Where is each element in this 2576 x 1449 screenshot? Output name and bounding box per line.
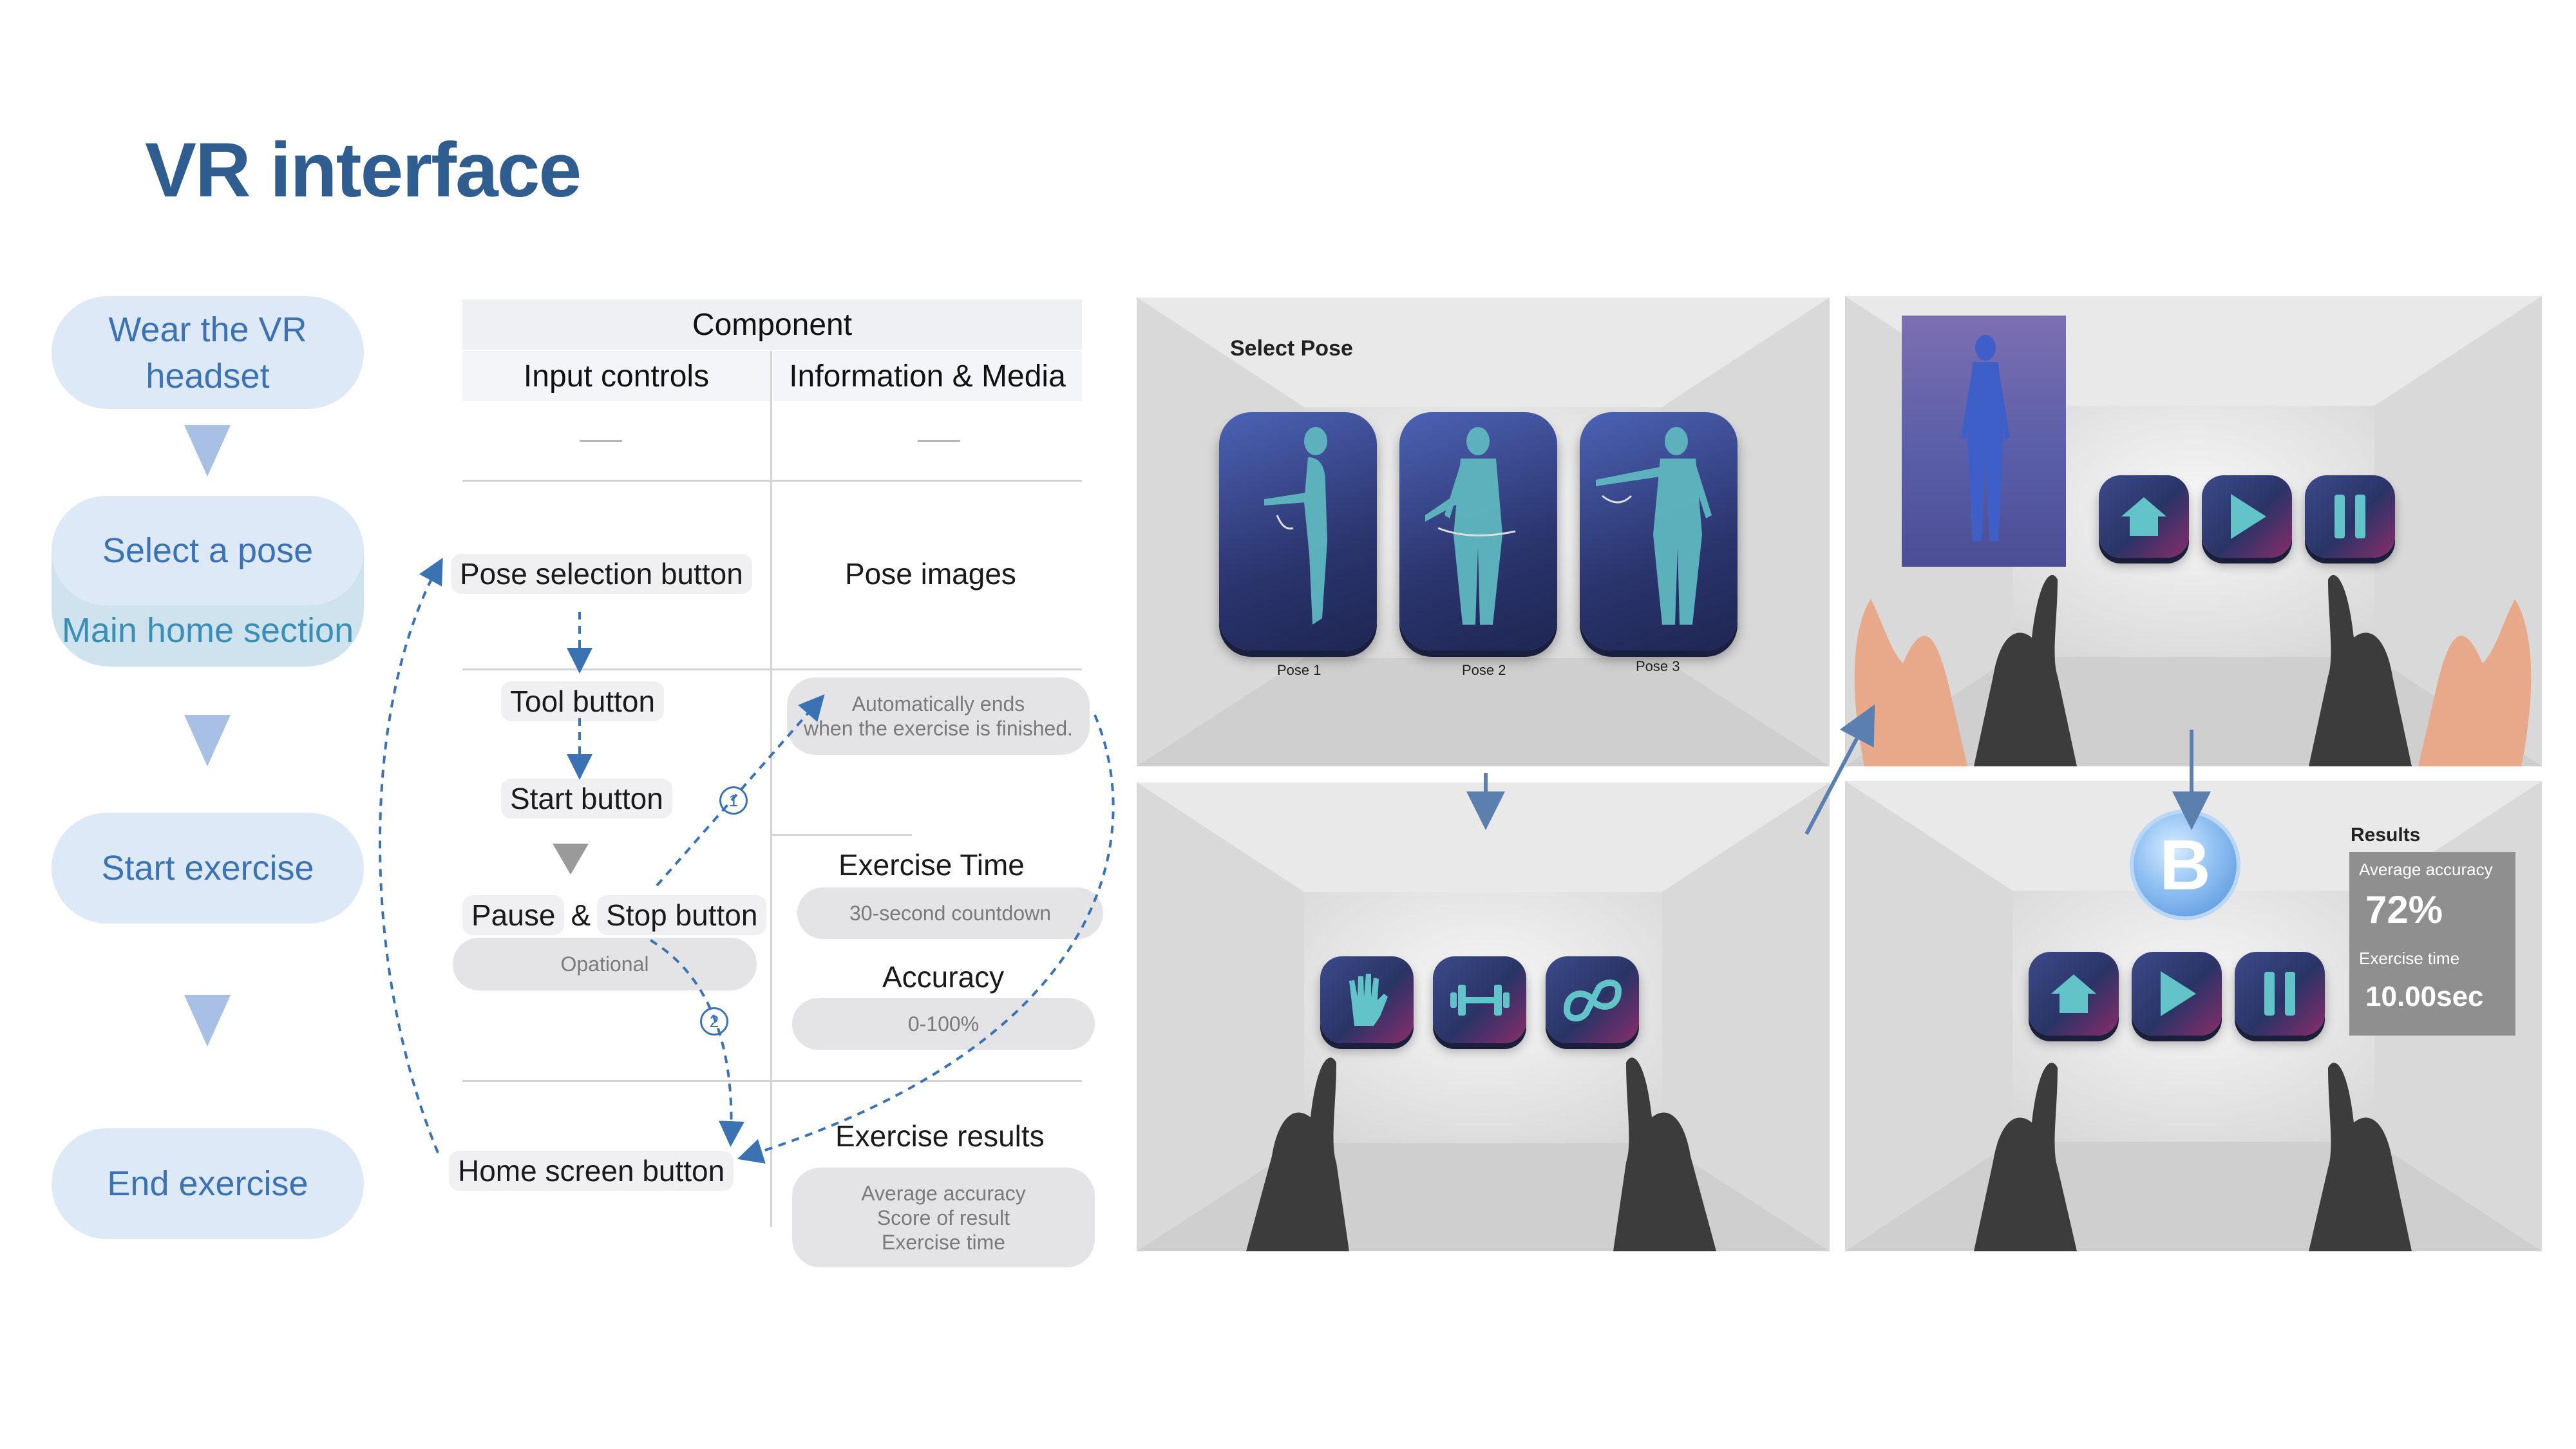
flow-step-label: Wear the VR headset xyxy=(108,310,307,395)
empty-cell-dash xyxy=(580,440,622,442)
auto-ends-note: Automatically ends when the exercise is … xyxy=(787,677,1090,755)
humanoid-model-icon xyxy=(1961,335,2010,541)
empty-cell-dash xyxy=(918,440,960,442)
exercise-time-label: Exercise time xyxy=(2359,949,2460,968)
pause-icon xyxy=(2334,495,2365,538)
component-header-label: Component xyxy=(692,307,853,342)
results-panel: Average accuracy 72% Exercise time 10.00… xyxy=(2349,852,2515,1036)
hand-tool-button[interactable] xyxy=(1320,956,1414,1043)
avg-accuracy-label: Average accuracy xyxy=(2359,860,2493,879)
home-button[interactable] xyxy=(2029,952,2119,1036)
table-divider xyxy=(770,834,912,836)
play-icon xyxy=(2161,971,2196,1016)
pause-arrow-icon xyxy=(553,844,589,875)
flow-step-select-pose: Select a pose xyxy=(52,496,364,605)
table-divider-vertical xyxy=(770,351,772,1227)
hands-icon xyxy=(1974,1063,2412,1251)
main-home-label: Main home section xyxy=(61,611,354,650)
countdown-note: 30-second countdown xyxy=(797,887,1103,939)
pose-images-label: Pose images xyxy=(845,557,1016,591)
select-pose-title: Select Pose xyxy=(1230,336,1353,361)
pose-label-2: Pose 2 xyxy=(1462,662,1506,678)
pause-button-label: Pause xyxy=(462,895,565,935)
tool-button: Tool button xyxy=(501,681,665,721)
flow-step-start-exercise: Start exercise xyxy=(52,813,364,923)
human-figure-arm-raise-icon xyxy=(1596,427,1712,625)
table-divider xyxy=(462,1080,1082,1082)
pose-card-3[interactable] xyxy=(1580,412,1738,650)
play-button[interactable] xyxy=(2132,952,2222,1036)
home-button[interactable] xyxy=(2099,475,2189,558)
flow-arrow-down-icon xyxy=(184,425,231,477)
exercise-results-label: Exercise results xyxy=(835,1119,1045,1153)
pause-button[interactable] xyxy=(2235,952,2325,1036)
accuracy-range-note: 0-100% xyxy=(792,998,1095,1050)
pose-label-1: Pose 1 xyxy=(1277,662,1321,678)
grade-letter: B xyxy=(2159,825,2211,905)
col-input-label: Input controls xyxy=(523,359,710,393)
play-button[interactable] xyxy=(2202,475,2292,558)
flow-step-label: End exercise xyxy=(107,1164,308,1203)
col-input-controls: Input controls xyxy=(462,351,770,401)
pause-stop-button-row: Pause & Stop button xyxy=(462,895,767,935)
pose-preview-image xyxy=(1902,316,2066,567)
human-figure-front-icon xyxy=(1425,427,1516,625)
vr-panel-select-pose: Select Pose xyxy=(1137,298,1830,766)
human-figure-side-icon xyxy=(1264,427,1327,625)
flow-step-wear-headset: Wear the VR headset xyxy=(52,296,364,409)
results-list-note: Average accuracy Score of result Exercis… xyxy=(792,1168,1095,1267)
exercise-time-label: Exercise Time xyxy=(838,848,1025,882)
dumbbell-tool-button[interactable] xyxy=(1433,956,1526,1043)
pose-card-1[interactable] xyxy=(1219,412,1377,650)
page-title: VR interface xyxy=(145,127,582,213)
col-info-label: Information & Media xyxy=(789,359,1066,393)
home-icon xyxy=(2051,974,2096,1013)
pose-card-2[interactable] xyxy=(1399,412,1557,650)
grade-badge: B xyxy=(2134,813,2237,916)
exercise-time-value: 10.00sec xyxy=(2365,981,2484,1012)
vr-panel-tools xyxy=(1137,782,1830,1251)
pause-icon xyxy=(2264,972,2295,1016)
vr-panel-results: B Results Average accuracy 72% Exercise … xyxy=(1845,781,2542,1251)
hands-icon xyxy=(1854,574,2532,766)
resistance-band-icon xyxy=(1563,979,1622,1021)
stop-button-label: Stop button xyxy=(597,895,767,935)
ampersand: & xyxy=(571,898,591,932)
hands-icon xyxy=(1246,1057,1716,1251)
play-icon xyxy=(2231,494,2266,539)
pose-selection-button: Pose selection button xyxy=(451,554,752,594)
avg-accuracy-value: 72% xyxy=(2365,888,2443,931)
start-button: Start button xyxy=(501,779,672,819)
col-information-media: Information & Media xyxy=(773,351,1082,401)
flow-step-end-exercise: End exercise xyxy=(52,1128,364,1239)
home-screen-button: Home screen button xyxy=(449,1151,734,1191)
component-header: Component xyxy=(462,299,1082,350)
flow-step-label: Select a pose xyxy=(102,531,314,570)
results-title: Results xyxy=(2351,824,2421,846)
table-divider xyxy=(462,480,1082,482)
home-icon xyxy=(2121,497,2166,536)
band-tool-button[interactable] xyxy=(1546,956,1639,1043)
flow-arrow-down-icon xyxy=(184,995,231,1046)
flow-step-label: Start exercise xyxy=(101,849,314,887)
pause-button[interactable] xyxy=(2305,475,2395,558)
flow-arrow-down-icon xyxy=(184,715,231,766)
optional-note: Opational xyxy=(453,938,757,990)
table-divider xyxy=(462,668,1082,670)
accuracy-label: Accuracy xyxy=(882,960,1005,994)
dumbbell-icon xyxy=(1450,984,1510,1016)
pose-label-3: Pose 3 xyxy=(1636,658,1680,674)
hand-icon xyxy=(1349,973,1388,1026)
vr-panel-pose-preview xyxy=(1845,296,2542,766)
